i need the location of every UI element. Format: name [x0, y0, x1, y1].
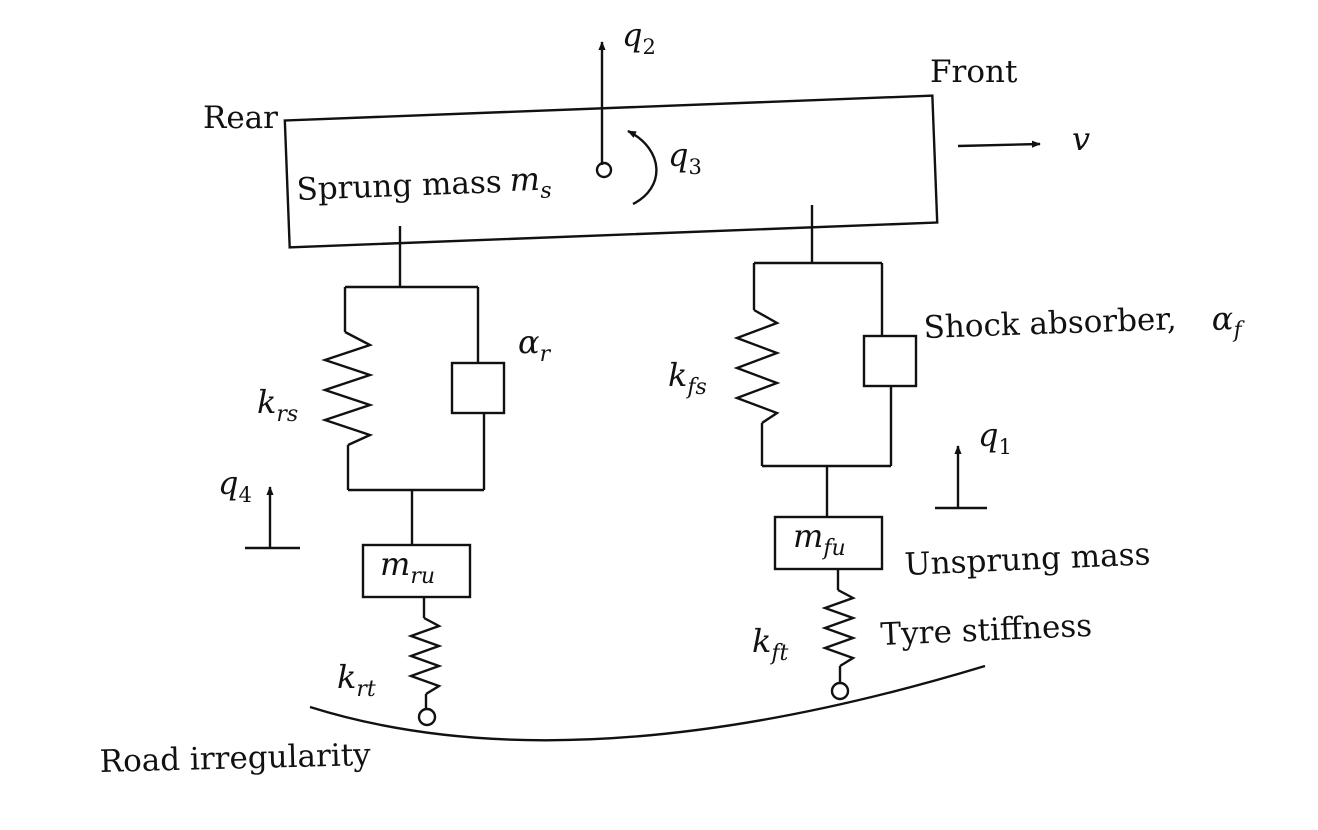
road-irregularity-label: Road irregularity: [99, 737, 371, 780]
q4-symbol: q4: [218, 464, 252, 507]
mfu-symbol: mfu: [793, 517, 846, 561]
rear-damper: [450, 361, 506, 415]
road-profile: [309, 664, 986, 742]
q3-rotation-arrow: [627, 129, 658, 206]
rear-unsprung-mass: [361, 543, 472, 599]
velocity-arrow: [957, 140, 1041, 148]
krs-symbol: krs: [257, 383, 298, 427]
rear-label: Rear: [203, 100, 278, 136]
q2-symbol: q2: [622, 16, 656, 59]
front-tyre-spring-kft: [821, 588, 857, 668]
v-symbol: v: [1072, 120, 1090, 158]
tyre-stiffness-label: Tyre stiffness: [880, 608, 1093, 653]
front-wheel-contact: [830, 681, 850, 701]
alpha-f-symbol: αf: [1211, 299, 1246, 344]
pivot-point: [595, 161, 613, 179]
sprung-mass-label: Sprung mass: [296, 164, 502, 208]
shock-absorber-label: Shock absorber,: [923, 301, 1177, 346]
alpha-r-symbol: αr: [518, 323, 552, 367]
front-unsprung-mass: [773, 515, 884, 571]
kfs-symbol: kfs: [668, 356, 707, 400]
q3-symbol: q3: [668, 136, 702, 179]
rear-spring-krs: [321, 330, 374, 447]
rear-suspension: [321, 226, 506, 727]
unsprung-mass-label: Unsprung mass: [904, 536, 1151, 583]
front-spring-kfs: [733, 308, 781, 424]
rear-tyre-spring-krt: [407, 616, 443, 696]
front-label: Front: [930, 54, 1018, 90]
krt-symbol: krt: [337, 658, 376, 702]
mru-symbol: mru: [380, 545, 435, 589]
kft-symbol: kft: [752, 622, 789, 666]
q1-symbol: q1: [978, 416, 1012, 459]
front-suspension: [733, 205, 918, 701]
rear-wheel-contact: [417, 707, 437, 727]
ms-symbol: ms: [509, 159, 552, 205]
front-damper: [862, 334, 918, 388]
